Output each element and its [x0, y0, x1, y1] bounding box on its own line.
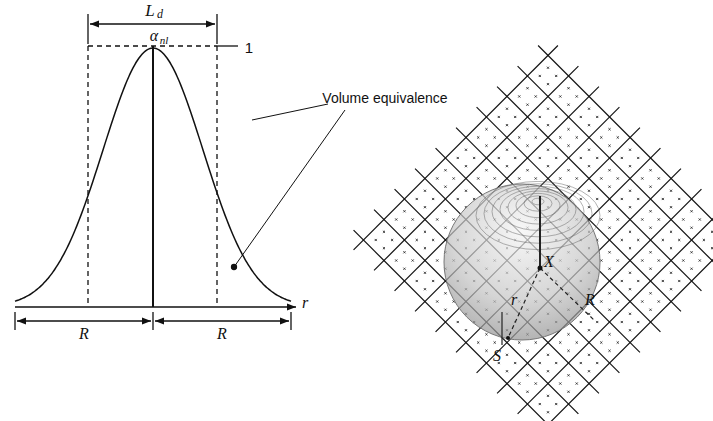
bell-curve — [15, 48, 291, 301]
figure-label: R — [79, 326, 89, 342]
figure-label: S — [493, 348, 501, 364]
figure-label: L — [145, 2, 154, 19]
figure-label: nl — [160, 35, 169, 46]
figure-label: R — [217, 326, 227, 342]
figure-label: d — [157, 8, 163, 20]
figure-label: r — [511, 292, 517, 308]
figure-label: 1 — [245, 40, 253, 55]
figure-label: r — [302, 295, 308, 311]
figure-label: R — [585, 292, 595, 308]
figure-label: α — [150, 28, 158, 44]
figure-label: X — [544, 254, 554, 270]
figure-label: Volume equivalence — [322, 91, 447, 105]
